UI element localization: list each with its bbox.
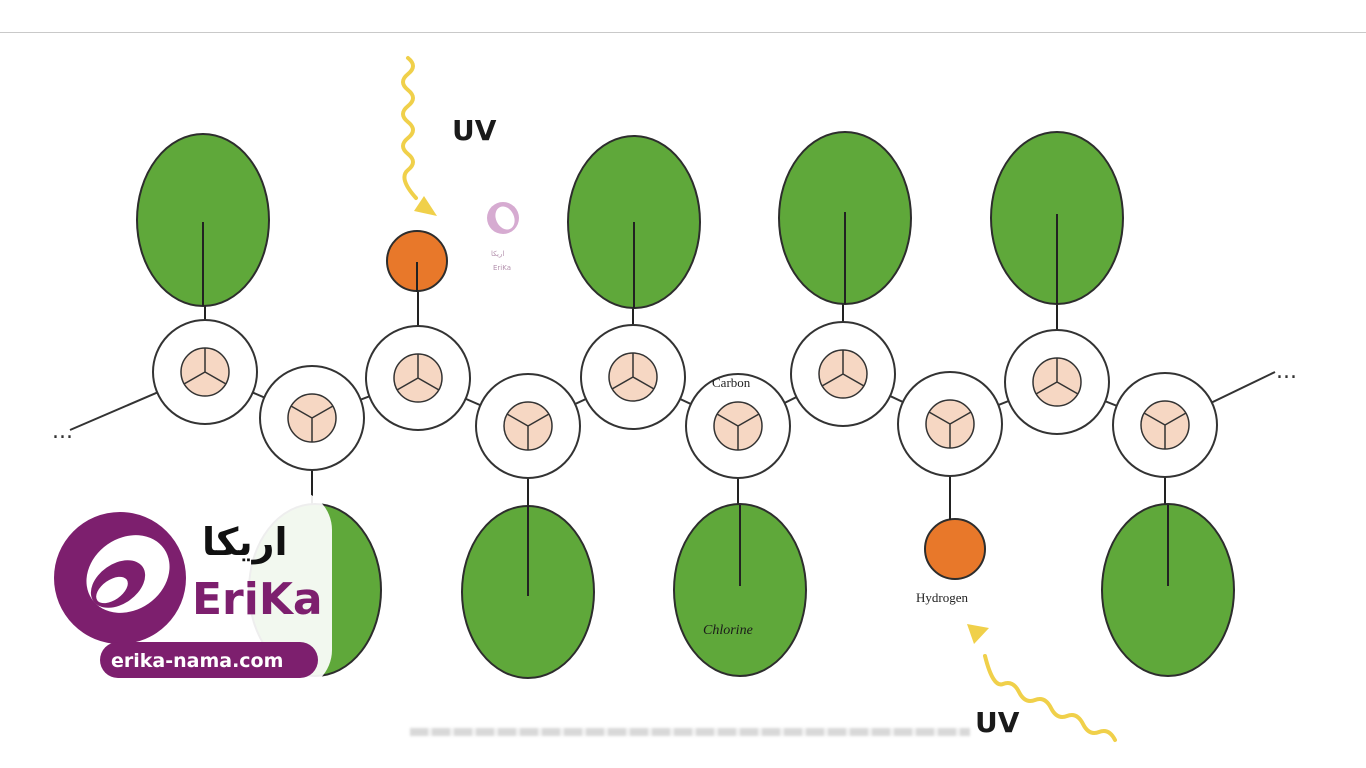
uv-arrow-top — [401, 56, 437, 216]
brand-name-persian: اریکا — [202, 520, 288, 564]
carbon-atom — [685, 373, 791, 479]
carbon-atom — [365, 325, 471, 431]
chain-continues-left: ... — [52, 419, 73, 444]
svg-text:اریکا: اریکا — [491, 250, 504, 258]
carbon-label: Carbon — [712, 375, 751, 390]
chlorine-atoms-top — [136, 131, 1124, 309]
carbon-atom — [152, 319, 258, 425]
uv-arrow-bottom — [967, 624, 1117, 742]
carbon-atom — [790, 321, 896, 427]
carbon-atom — [897, 371, 1003, 477]
carbon-atom — [475, 373, 581, 479]
uv-label-bottom: UV — [975, 706, 1020, 739]
hydrogen-label: Hydrogen — [916, 590, 968, 605]
top-divider — [0, 32, 1366, 33]
erika-logo-icon — [54, 512, 186, 644]
carbon-atom — [1112, 372, 1218, 478]
brand-name-english: EriKa — [192, 574, 323, 625]
carbon-atom — [259, 365, 365, 471]
chlorine-label: Chlorine — [703, 623, 753, 638]
chlorine-atoms-bottom — [248, 503, 1235, 679]
svg-text:EriKa: EriKa — [493, 264, 511, 272]
carbon-atom — [1004, 329, 1110, 435]
uv-label-top: UV — [452, 114, 497, 147]
chain-continues-right: ... — [1276, 359, 1297, 384]
erika-brand-logo: اریکا EriKa erika-nama.com — [42, 490, 332, 690]
small-erika-watermark: اریکا EriKa — [487, 202, 519, 272]
blurred-caption — [410, 728, 970, 736]
carbon-atom — [580, 324, 686, 430]
hydrogen-atom-bottom — [924, 518, 986, 580]
carbon-atoms — [152, 319, 1218, 479]
brand-url: erika-nama.com — [111, 650, 283, 672]
